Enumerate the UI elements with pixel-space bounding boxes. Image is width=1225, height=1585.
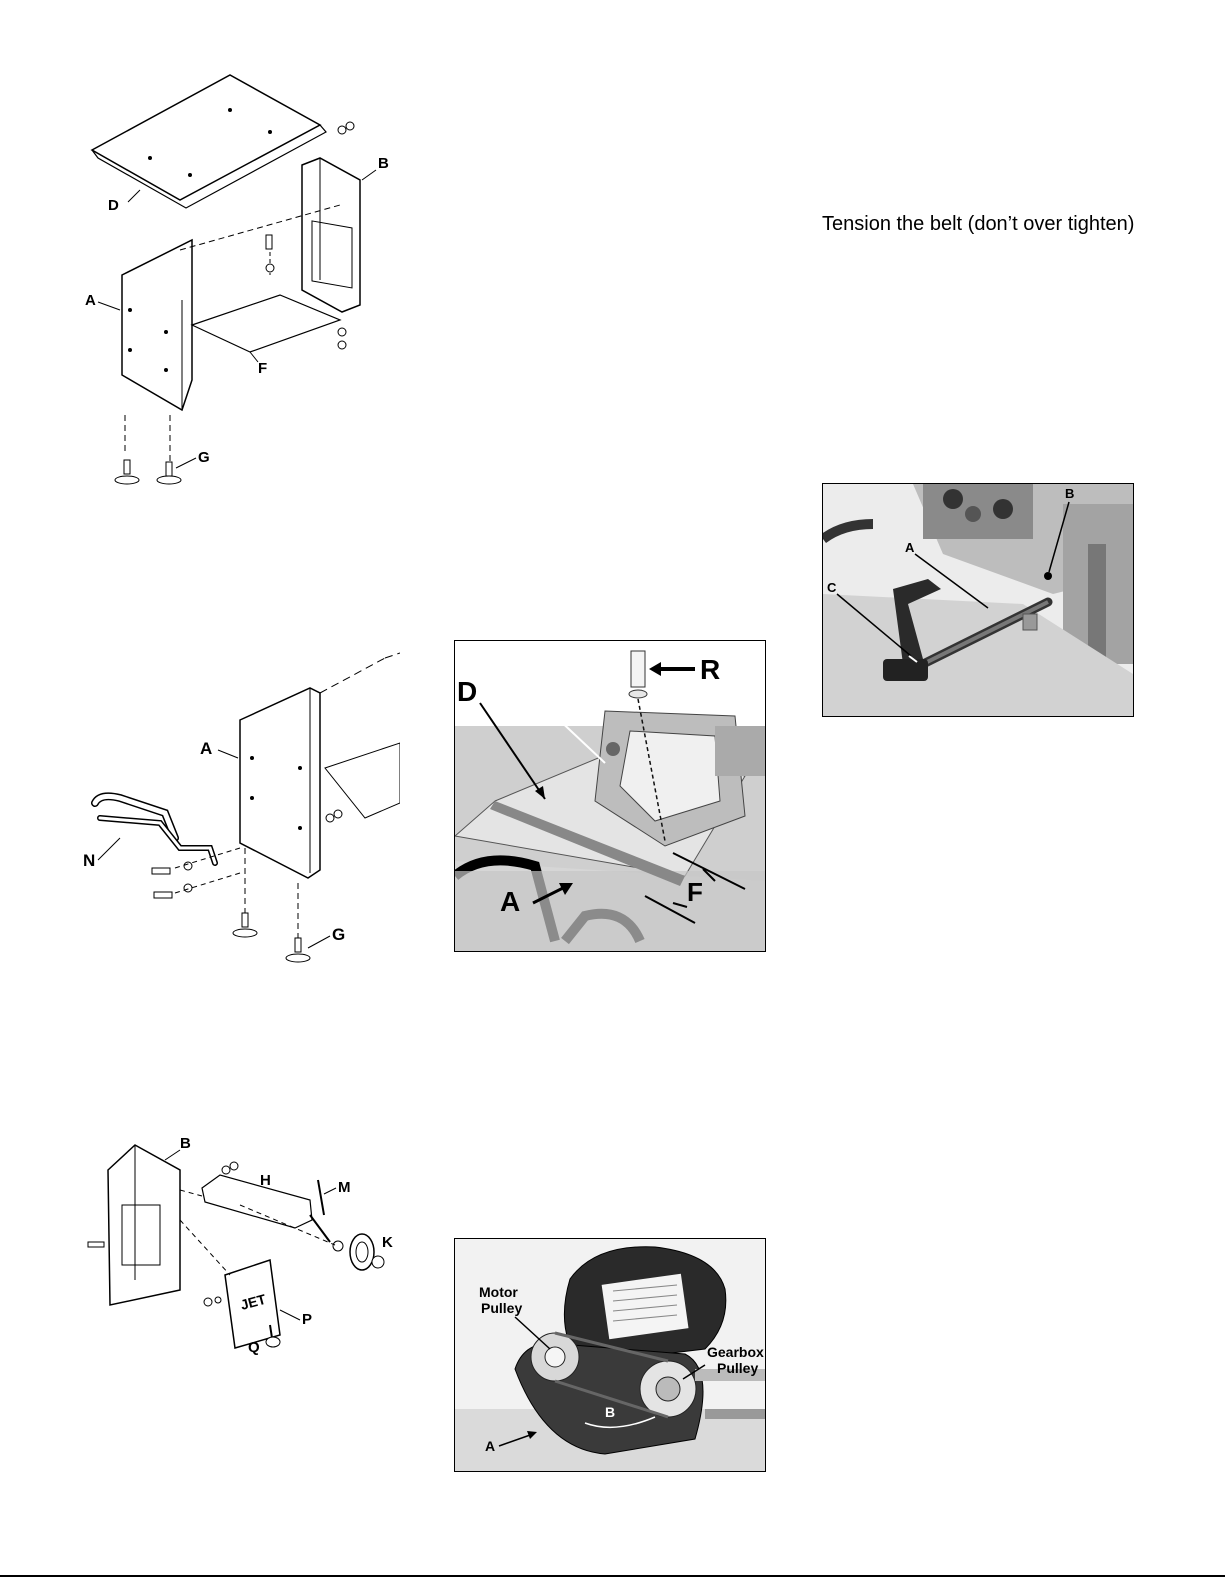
label-a: A: [200, 739, 212, 758]
page-bottom-rule: [0, 1575, 1225, 1577]
belt-pulley-photo: Motor Pulley Gearbox Pulley A B: [454, 1238, 766, 1472]
label-c: C: [827, 580, 837, 595]
label-a: A: [485, 1438, 495, 1454]
label-d: D: [457, 676, 477, 707]
base-bolt-photo: R D A F: [454, 640, 766, 952]
label-d: D: [108, 197, 119, 214]
label-b: B: [378, 155, 389, 172]
label-f: F: [687, 877, 703, 907]
label-b: B: [1065, 486, 1074, 501]
label-h: H: [260, 1172, 271, 1189]
label-gearbox-2: Pulley: [717, 1360, 758, 1376]
label-m: M: [338, 1179, 351, 1196]
handle-assembly-diagram: A N G: [80, 648, 400, 978]
stand-exploded-diagram: D B A F G: [80, 70, 400, 500]
wheel-assembly-diagram: JET B H M K P Q: [80, 1130, 400, 1360]
label-n: N: [83, 851, 95, 870]
label-a: A: [85, 292, 96, 309]
label-gearbox-1: Gearbox: [707, 1344, 764, 1360]
label-b: B: [605, 1404, 615, 1420]
label-b: B: [180, 1135, 191, 1152]
label-p: P: [302, 1311, 312, 1328]
label-r: R: [700, 654, 720, 685]
label-q: Q: [248, 1339, 260, 1356]
label-a: A: [905, 540, 915, 555]
label-g: G: [198, 449, 210, 466]
tension-lever-photo: B A C: [822, 483, 1134, 717]
label-motor-1: Motor: [479, 1284, 518, 1300]
label-g: G: [332, 925, 345, 944]
label-motor-2: Pulley: [481, 1300, 522, 1316]
label-f: F: [258, 360, 267, 377]
belt-tension-instruction: Tension the belt (don’t over tighten): [822, 213, 1134, 236]
label-k: K: [382, 1234, 393, 1251]
label-a: A: [500, 886, 520, 917]
